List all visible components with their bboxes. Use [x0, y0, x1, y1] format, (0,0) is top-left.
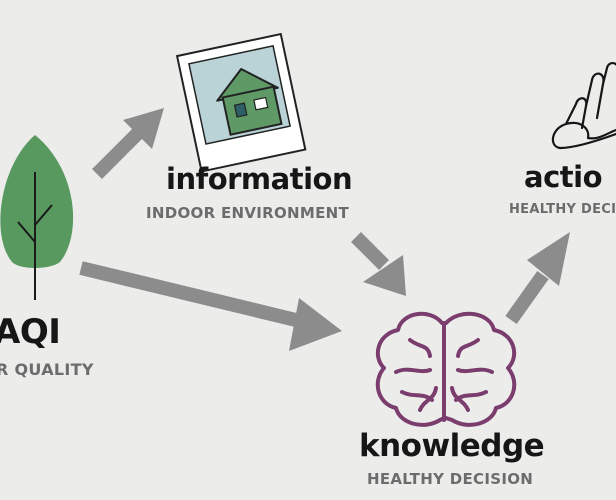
brain-icon: [375, 311, 517, 427]
hand-icon: [551, 62, 616, 150]
aqi-title: AQI: [0, 312, 61, 352]
aqi-subtitle: R QUALITY: [0, 360, 94, 379]
arrow-information-to-knowledge: [351, 232, 406, 296]
knowledge-title: knowledge: [359, 428, 545, 464]
knowledge-subtitle: HEALTHY DECISION: [367, 470, 534, 488]
action-subtitle: HEALTHY DECIS: [509, 202, 616, 217]
information-title: information: [166, 162, 353, 196]
arrow-aqi-to-knowledge: [79, 261, 342, 351]
arrow-aqi-to-information: [92, 108, 164, 179]
house-photo-icon: [175, 32, 307, 173]
information-subtitle: INDOOR ENVIRONMENT: [146, 204, 350, 222]
leaf-icon: [0, 135, 74, 300]
arrow-knowledge-to-action: [505, 232, 570, 325]
action-title: actio: [524, 160, 603, 194]
